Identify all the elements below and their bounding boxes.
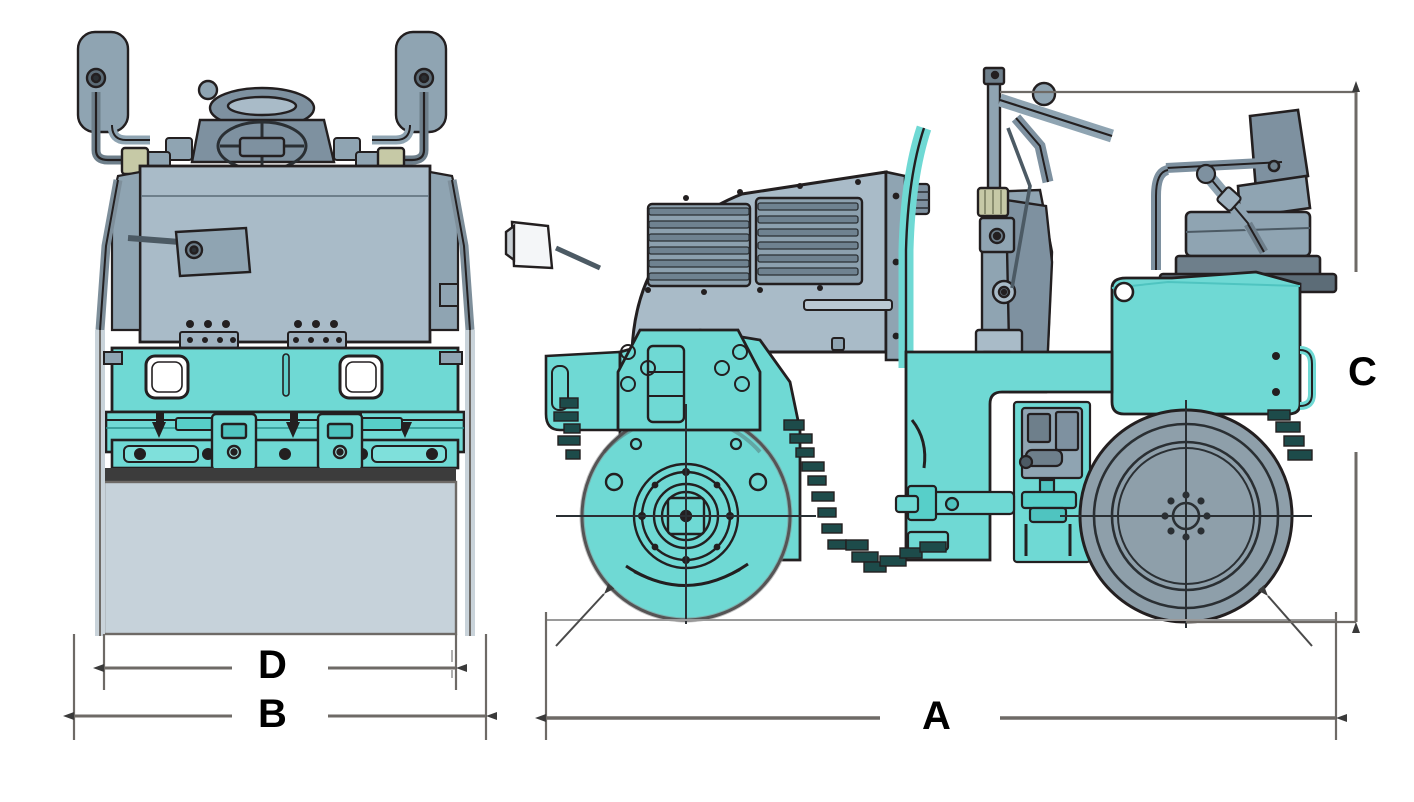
scraper-bracket-left (210, 412, 258, 472)
rops-post-left (76, 30, 150, 165)
dimension-C (1000, 81, 1360, 633)
hydraulic-assembly (1012, 400, 1092, 564)
rops-post-right (372, 30, 448, 165)
front-frame-bracket (544, 350, 622, 432)
scraper-bracket-right (316, 412, 364, 472)
hood-louver-front (646, 202, 752, 288)
drive-motor-cluster (845, 539, 947, 573)
rear-spray-nozzles-front-drum (783, 419, 847, 550)
front-spray-nozzles (553, 397, 581, 460)
articulation-linkage (894, 419, 1016, 552)
drum-port-left (604, 472, 624, 492)
dimension-label-B: B (258, 692, 287, 736)
dimension-label-C: C (1348, 350, 1377, 394)
rear-drum-assembly (1060, 400, 1312, 628)
rear-view-mirror (127, 226, 252, 278)
lamp-right (338, 354, 384, 400)
frame-center-rib (282, 353, 290, 397)
body-grommet (1113, 281, 1135, 303)
hood-vent-dots (186, 320, 338, 328)
front-view (63, 30, 497, 740)
dimension-label-A: A (922, 694, 951, 738)
side-rails (110, 170, 460, 332)
hood-fasteners (645, 179, 900, 340)
frame-side-ribs (103, 283, 463, 365)
side-view (504, 66, 1360, 740)
front-drum-assembly (556, 328, 816, 624)
rear-body-fasteners (1272, 352, 1280, 396)
dimension-A (535, 612, 1347, 740)
control-lever (998, 81, 1114, 289)
drum-shadow-strip (104, 468, 456, 482)
console (190, 118, 336, 172)
dimension-label-D: D (258, 643, 287, 687)
hood-handle (803, 299, 893, 311)
hood-vent-strip (179, 331, 347, 349)
rear-body-cyan (1110, 270, 1302, 416)
drum-port-right (748, 472, 768, 492)
lamp-left (144, 354, 190, 400)
hood-latch (831, 337, 845, 351)
dimension-B (63, 634, 497, 740)
dimension-D (93, 634, 467, 690)
drum-front-view (102, 480, 458, 636)
side-mirror (504, 220, 602, 271)
scraper-detail (123, 445, 447, 463)
rear-spray-nozzles (1267, 409, 1313, 461)
joystick-control (1195, 163, 1268, 255)
drum-plate-bolts (620, 344, 750, 392)
steering-wheel (197, 79, 316, 130)
hood-louver-rear (754, 196, 864, 286)
